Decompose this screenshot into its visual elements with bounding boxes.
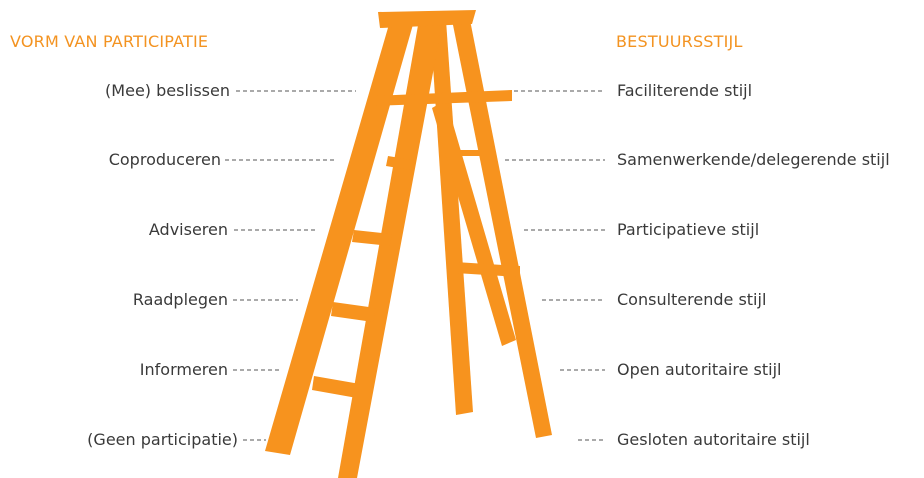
- front-rail-right: [338, 14, 444, 478]
- ladder-rung: [386, 156, 412, 170]
- participation-level-label: (Geen participatie): [87, 430, 238, 449]
- leadership-style-label: Open autoritaire stijl: [617, 360, 782, 379]
- ladder-rung: [331, 302, 376, 322]
- ladder-rung: [352, 230, 392, 246]
- back-brace: [432, 100, 516, 346]
- leadership-style-label: Gesloten autoritaire stijl: [617, 430, 810, 449]
- back-leg-right: [452, 20, 552, 438]
- back-bar: [448, 150, 490, 156]
- leadership-style-label: Consulterende stijl: [617, 290, 767, 309]
- participation-heading: VORM VAN PARTICIPATIE: [10, 32, 209, 51]
- front-rail-left: [265, 14, 416, 455]
- participation-level-label: Adviseren: [148, 220, 228, 239]
- leadership-style-label: Participatieve stijl: [617, 220, 760, 239]
- ladder-rung: [312, 376, 360, 398]
- leadership-style-heading: BESTUURSSTIJL: [616, 32, 743, 51]
- ladder-top: [378, 10, 476, 28]
- participation-level-label: Informeren: [139, 360, 228, 379]
- ladder-rung: [370, 90, 512, 106]
- leadership-style-label: Samenwerkende/delegerende stijl: [617, 150, 890, 169]
- participation-level-label: Raadplegen: [132, 290, 228, 309]
- leadership-style-label: Faciliterende stijl: [617, 81, 753, 100]
- left-connector-lines: [225, 90, 356, 441]
- back-bar: [455, 262, 520, 277]
- participation-level-label: Coproduceren: [108, 150, 221, 169]
- ladder-body: [265, 10, 552, 478]
- right-connector-lines: [505, 90, 605, 441]
- participation-level-label: (Mee) beslissen: [105, 81, 230, 100]
